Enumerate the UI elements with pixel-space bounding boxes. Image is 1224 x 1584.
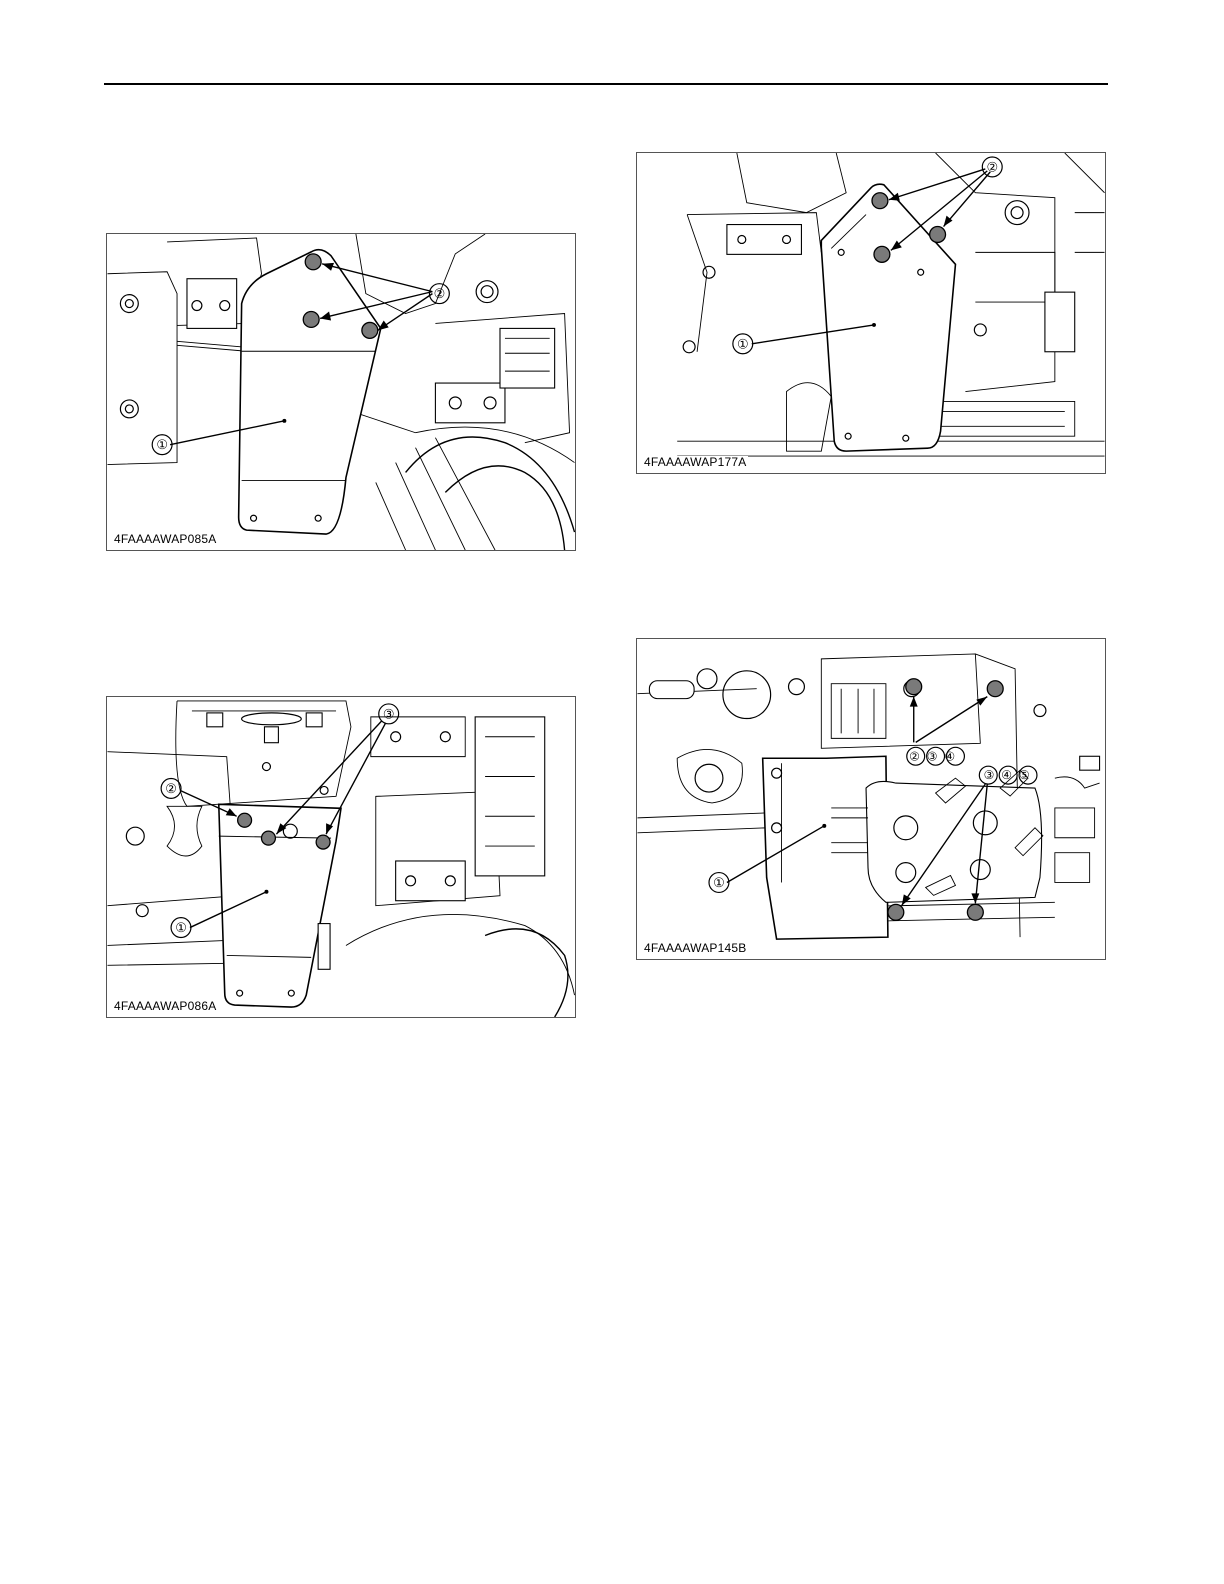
bolt [362, 322, 378, 338]
figure-code: 4FAAAAWAP145B [642, 942, 748, 955]
bolt [261, 831, 275, 845]
bolt [930, 227, 946, 243]
figure-cover-plate-left: ② ① 4FAAAAWAP085A [106, 233, 576, 551]
figure-cover-plate-bolts: ② ③ ① 4FAAAAWAP086A [106, 696, 576, 1018]
figure-illustration: ② ① [107, 234, 575, 550]
callout-label: ③④⑤ [984, 768, 1037, 782]
bolt [872, 193, 888, 209]
callout-label: ② [165, 781, 177, 796]
callout-label: ① [737, 336, 749, 351]
callout-label: ② [986, 159, 998, 174]
callout-label: ③ [383, 706, 395, 721]
callout-label: ① [175, 920, 187, 935]
bolt [303, 312, 319, 328]
bolt [305, 254, 321, 270]
bolt [316, 835, 330, 849]
machinery-lines [107, 701, 574, 1017]
bolt [967, 904, 983, 920]
callout-label: ① [713, 875, 725, 890]
header-rule [104, 83, 1108, 85]
callout-label: ②③④ [909, 749, 962, 763]
figure-code: 4FAAAAWAP085A [112, 533, 218, 546]
bolt [906, 679, 922, 695]
figure-illustration: ② ③ ① [107, 697, 575, 1017]
bolt [987, 681, 1003, 697]
figure-cover-plate-right: ② ① 4FAAAAWAP177A [636, 152, 1106, 474]
cover-plate [239, 250, 381, 534]
callout-label: ① [156, 437, 168, 452]
figure-code: 4FAAAAWAP177A [642, 456, 748, 469]
bolt [874, 246, 890, 262]
figure-illustration: ②③④ ③④⑤ ① [637, 639, 1105, 959]
figure-valve-bracket: ②③④ ③④⑤ ① 4FAAAAWAP145B [636, 638, 1106, 960]
callout-label: ② [434, 286, 446, 301]
figure-code: 4FAAAAWAP086A [112, 1000, 218, 1013]
bolt [888, 904, 904, 920]
cover-plate [821, 184, 955, 451]
bolt [238, 813, 252, 827]
figure-illustration: ② ① [637, 153, 1105, 473]
